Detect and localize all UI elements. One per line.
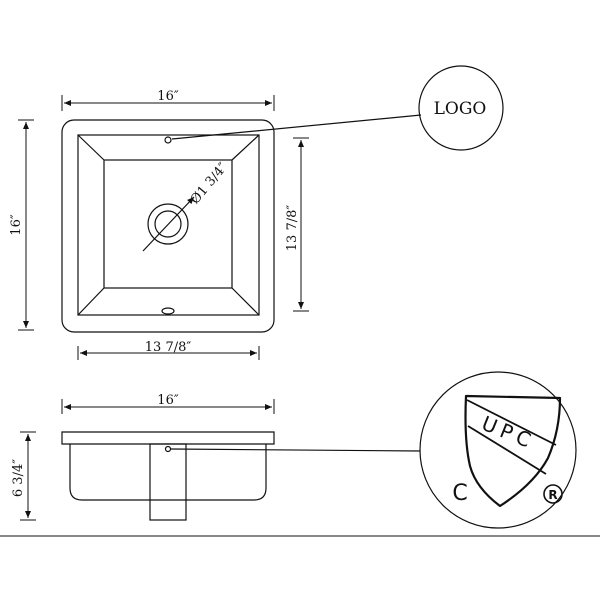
drain-dimension-line	[142, 196, 195, 252]
logo-leader-line	[171, 114, 422, 140]
bowl-corner-line	[231, 134, 260, 161]
side-depth-label: 6 3/4″	[11, 459, 26, 497]
side-width-label: 16″	[157, 393, 179, 408]
upc-band-line	[467, 425, 547, 475]
top-width-label: 16″	[157, 89, 179, 104]
bowl-corner-line	[77, 134, 105, 161]
upc-c-label: C	[452, 481, 467, 506]
drain-diameter-label: Ø1 3/4″	[188, 160, 231, 207]
logo-callout	[171, 65, 504, 151]
drain-inner	[154, 210, 182, 238]
sink-outer-rim	[61, 119, 275, 333]
upc-circle	[419, 371, 577, 529]
side-rim	[61, 431, 275, 445]
bowl-corner-line	[231, 287, 260, 316]
overflow-hole	[161, 307, 175, 315]
registered-circle	[543, 484, 563, 504]
logo-dot	[164, 136, 172, 144]
top-height-label: 16″	[9, 214, 24, 236]
top-view-dimensions	[18, 95, 309, 360]
sink-bowl-top	[77, 134, 260, 316]
logo-label: LOGO	[434, 99, 487, 119]
inner-width-label: 13 7/8″	[145, 340, 192, 355]
side-drain-tail	[149, 443, 187, 521]
sink-bowl-bottom	[103, 159, 233, 289]
logo-circle	[418, 65, 504, 151]
side-view	[61, 431, 421, 521]
upc-band-line	[466, 399, 557, 446]
inner-height-label: 13 7/8″	[285, 205, 300, 252]
bowl-corner-line	[77, 287, 105, 316]
upc-callout: C R	[419, 371, 577, 529]
top-view	[61, 119, 275, 333]
drain-outer	[147, 203, 189, 245]
upc-shield	[464, 394, 562, 508]
registered-label: R	[548, 488, 557, 502]
side-leader-line	[170, 448, 421, 452]
side-view-dimensions	[20, 399, 275, 521]
side-logo-dot	[164, 445, 172, 453]
side-bowl	[69, 444, 267, 501]
